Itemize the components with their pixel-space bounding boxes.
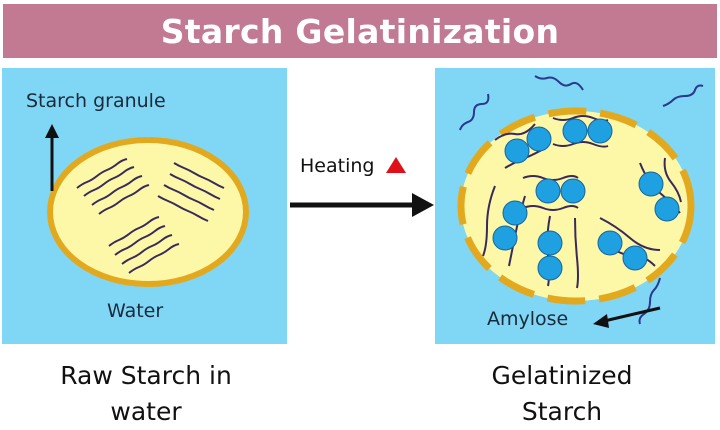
amylose-arrow: [599, 306, 661, 324]
raw-starch-caption-line1: Raw Starch in: [60, 361, 232, 390]
gelatinized-starch-caption: Gelatinized Starch: [432, 358, 692, 430]
diagram-title: Starch Gelatinization: [160, 11, 560, 51]
amylopectin-clusters: [482, 115, 682, 289]
heating-label: Heating: [300, 155, 375, 177]
starch-chains: [76, 158, 225, 274]
heating-label-group: Heating: [300, 155, 407, 177]
raw-starch-illustration: [45, 124, 249, 287]
raw-starch-caption-line2: water: [110, 397, 182, 426]
raw-starch-panel: Starch granule Water: [2, 68, 287, 344]
amylose-label: Amylose: [487, 308, 569, 330]
leached-amylose: [459, 75, 704, 325]
process-arrow: [290, 193, 434, 217]
gelatinized-caption-line2: Starch: [521, 397, 603, 426]
gelatinized-starch-panel: Amylose: [435, 68, 715, 344]
title-bar: Starch Gelatinization: [3, 4, 717, 58]
red-triangle-icon: [385, 157, 406, 173]
gelatinized-caption-line1: Gelatinized: [491, 361, 633, 390]
gelatinized-starch-illustration: [457, 75, 704, 328]
water-label: Water: [107, 300, 164, 322]
raw-starch-caption: Raw Starch in water: [16, 358, 276, 430]
starch-granule-label: Starch granule: [26, 90, 166, 112]
starch-granule: [47, 137, 249, 287]
